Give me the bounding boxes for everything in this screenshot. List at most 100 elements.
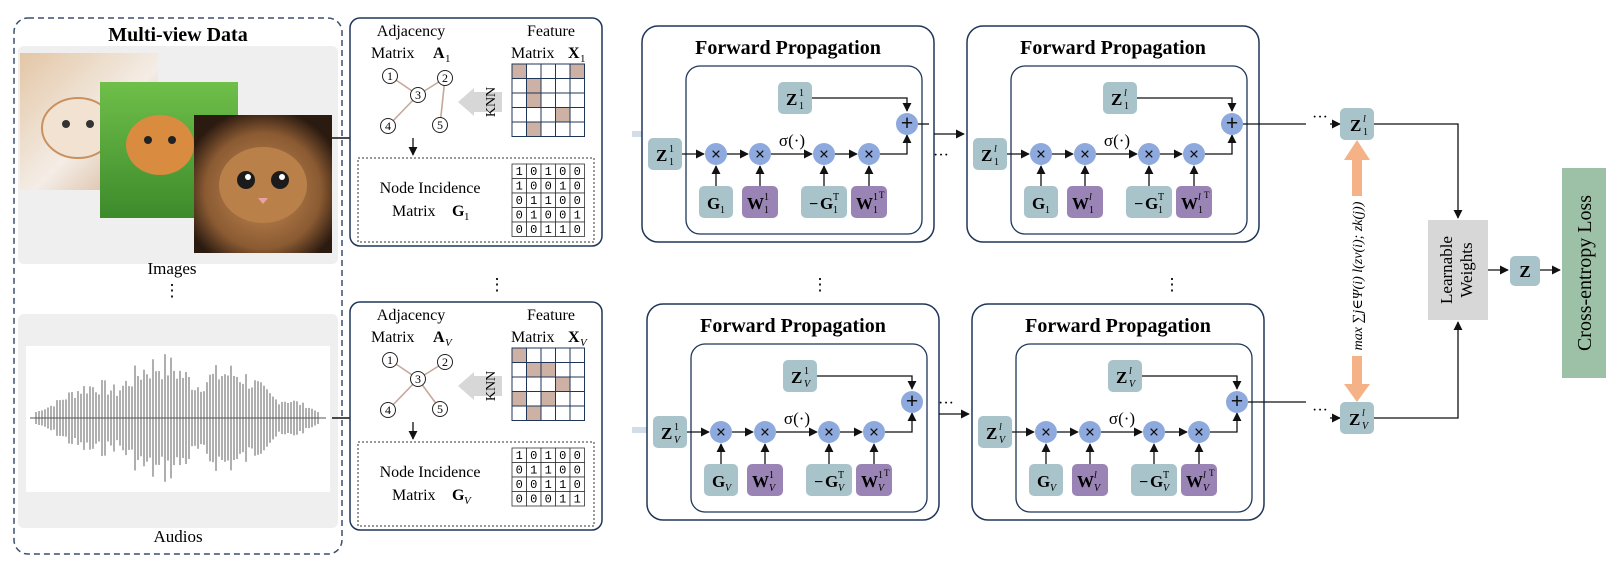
sigma-label: σ(·): [784, 409, 810, 428]
graph-node: 4: [385, 403, 391, 417]
svg-text:1: 1: [1198, 205, 1203, 216]
multiply-op: [858, 143, 880, 165]
svg-text:1: 1: [799, 101, 804, 112]
svg-text:1: 1: [833, 205, 838, 216]
svg-text:V: V: [1203, 483, 1211, 494]
svg-text:1: 1: [445, 53, 451, 65]
svg-text:T: T: [838, 470, 844, 481]
svg-text:V: V: [1050, 483, 1058, 494]
incidence-cell: 0: [574, 449, 581, 463]
svg-text:V: V: [464, 495, 472, 507]
svg-text:T: T: [1204, 190, 1210, 200]
incidence-cell: 0: [574, 165, 581, 179]
svg-text:×: ×: [824, 422, 834, 442]
multiview-panel: Multi-view Data Images ⋮ Audios: [13, 17, 343, 555]
svg-text:×: ×: [755, 144, 765, 164]
multiply-op: [1188, 421, 1210, 443]
knn-label: KNN: [484, 371, 499, 401]
svg-text:W: W: [856, 194, 873, 213]
svg-text:×: ×: [1085, 422, 1095, 442]
incidence-cell: 1: [545, 449, 552, 463]
z-final-view1: Z l 1: [1340, 108, 1374, 140]
svg-text:l: l: [1203, 470, 1206, 481]
graph-node: 3: [415, 372, 421, 386]
svg-text:G: G: [1150, 472, 1163, 491]
graph-node: 5: [437, 118, 443, 132]
svg-text:1: 1: [464, 211, 470, 223]
svg-text:G: G: [1032, 194, 1045, 213]
svg-text:l: l: [1124, 88, 1127, 99]
incidence-cell: 0: [574, 180, 581, 194]
incidence-cell: 0: [574, 478, 581, 492]
svg-text:1: 1: [799, 88, 804, 99]
svg-text:T: T: [833, 192, 839, 203]
svg-text:Z: Z: [981, 146, 992, 165]
weights-label: Weights: [1457, 242, 1476, 297]
incidence-cell: 0: [530, 223, 537, 237]
svg-text:1: 1: [674, 422, 679, 433]
incidence-cell: 0: [530, 449, 537, 463]
sigma-label: σ(·): [1104, 131, 1130, 150]
svg-text:V: V: [1362, 421, 1370, 432]
graph-vdots: ⋮: [489, 275, 506, 294]
svg-text:V: V: [1163, 483, 1171, 494]
line-to-weights-top: [1374, 123, 1463, 219]
svg-text:−: −: [814, 474, 823, 491]
fp-vdots-1: ⋮: [812, 275, 829, 294]
svg-text:W: W: [861, 472, 878, 491]
svg-text:1: 1: [994, 157, 999, 168]
feature-matrix-grid: [511, 63, 585, 137]
svg-text:1: 1: [720, 205, 725, 216]
svg-text:×: ×: [1194, 422, 1204, 442]
right-section: Z l 1 Z l V ··· ··· max ∑j∈Ψ(i) l(zv(i);…: [1312, 108, 1606, 434]
incidence-cell: 1: [516, 180, 523, 194]
node-incidence-label: Node Incidence: [380, 464, 481, 481]
multiply-op: [1035, 421, 1057, 443]
svg-text:1: 1: [1124, 101, 1129, 112]
svg-text:V: V: [804, 379, 812, 390]
multiply-op: [1138, 143, 1160, 165]
incidence-cell: 1: [516, 449, 523, 463]
svg-text:T: T: [884, 468, 890, 478]
incidence-cell: 1: [545, 464, 552, 478]
multiply-op: [813, 143, 835, 165]
svg-text:×: ×: [864, 144, 874, 164]
svg-text:×: ×: [1036, 144, 1046, 164]
svg-text:G: G: [707, 194, 720, 213]
fp-vdots-2: ⋮: [1164, 275, 1181, 294]
incidence-cell: 0: [516, 194, 523, 208]
incidence-cell: 1: [559, 180, 566, 194]
svg-text:1: 1: [878, 470, 883, 481]
svg-text:1: 1: [669, 157, 674, 168]
svg-text:×: ×: [1080, 144, 1090, 164]
incidence-cell: 0: [516, 464, 523, 478]
svg-text:G: G: [712, 472, 725, 491]
feature-label: Feature: [527, 23, 575, 40]
z-output-node: [1510, 256, 1540, 286]
svg-text:×: ×: [716, 422, 726, 442]
incidence-cell: 0: [516, 493, 523, 507]
multiply-op: [863, 421, 885, 443]
incidence-cell: 1: [530, 209, 537, 223]
graph-node: 2: [442, 71, 448, 85]
ellipsis-final-bottom: ···: [1312, 402, 1328, 419]
svg-text:×: ×: [711, 144, 721, 164]
feature-label: Feature: [527, 307, 575, 324]
multiply-op: [818, 421, 840, 443]
svg-text:×: ×: [1149, 422, 1159, 442]
svg-text:Matrix: Matrix: [392, 487, 436, 504]
svg-text:G: G: [452, 487, 465, 504]
svg-text:+: +: [1231, 388, 1244, 413]
svg-text:V: V: [580, 337, 588, 349]
multiply-op: [710, 421, 732, 443]
svg-text:×: ×: [819, 144, 829, 164]
adjacency-matrix-label: Matrix: [371, 329, 415, 346]
svg-text:···: ···: [933, 147, 949, 164]
graph-node: 2: [442, 355, 448, 369]
add-op: [1226, 391, 1248, 413]
svg-text:l: l: [1363, 114, 1366, 125]
svg-text:−: −: [809, 196, 818, 213]
